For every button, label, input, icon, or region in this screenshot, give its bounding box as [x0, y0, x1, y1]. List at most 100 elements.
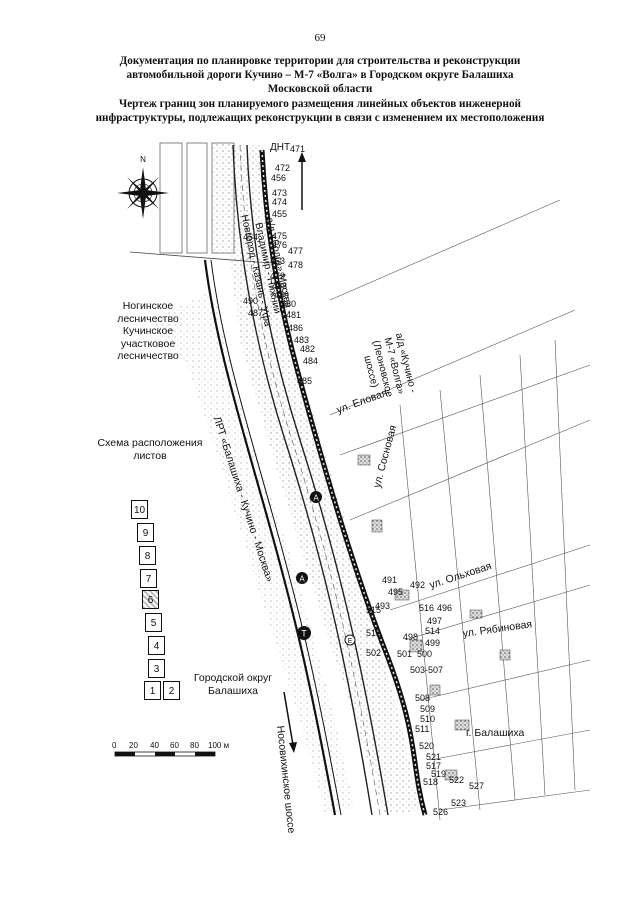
scale-tick: 20	[129, 741, 138, 750]
compass-rose-icon	[117, 167, 169, 219]
direction-arrows	[283, 152, 306, 753]
sheet-cell: 3	[148, 659, 165, 678]
zone-label: 526	[433, 807, 448, 817]
zone-label: 503-507	[410, 665, 443, 675]
zone-label: 501	[397, 649, 412, 659]
bus-stop-icon: А	[310, 491, 322, 503]
svg-text:Т: Т	[301, 629, 307, 639]
zone-label: 453	[270, 256, 285, 266]
zone-label: 476	[272, 240, 287, 250]
tram-stop-icon: Т	[297, 626, 311, 640]
zone-label: 490	[243, 296, 258, 306]
houses	[357, 454, 511, 781]
sheet-cell: 1	[144, 681, 161, 700]
sheet-cell-current: 6	[142, 590, 159, 609]
marker-icon: Е	[344, 634, 356, 646]
city-district-label: Городской округ Балашиха	[193, 672, 273, 697]
zone-label: 473	[272, 188, 287, 198]
forest-left	[150, 290, 355, 812]
stop-markers: А А Т Е	[296, 491, 356, 646]
zone-label: 518	[423, 777, 438, 787]
sheet-cell: 7	[140, 569, 157, 588]
scale-tick: 0	[112, 741, 117, 750]
zone-label: 497	[427, 616, 442, 626]
zone-label: 485	[297, 376, 312, 386]
scale-tick: 100 м	[208, 741, 230, 750]
zone-label: 474	[272, 197, 287, 207]
document-title: Документация по планировке территории дл…	[40, 54, 600, 125]
zone-label: 500	[417, 649, 432, 659]
zone-label: 523	[451, 798, 466, 808]
zone-label: 480	[281, 299, 296, 309]
zone-label: 498	[403, 632, 418, 642]
kuchino-road-zone	[259, 149, 428, 816]
zone-label: 484	[303, 356, 318, 366]
zone-label: 499	[425, 638, 440, 648]
title-line-4: Чертеж границ зон планируемого размещени…	[119, 97, 521, 110]
title-line-3: Московской области	[267, 83, 373, 96]
zone-label: 510	[420, 714, 435, 724]
zone-label: 456	[271, 173, 286, 183]
zone-label: 515	[366, 605, 381, 615]
title-line-5: инфраструктуры, подлежащих реконструкции…	[95, 111, 545, 124]
dnt-label: ДНТ	[270, 142, 291, 153]
zone-label: 496	[437, 603, 452, 613]
title-line-2: автомобильной дороги Кучино – М-7 «Волга…	[126, 69, 514, 82]
zone-label: 479	[270, 271, 285, 281]
forestry-label: Ногинское лесничество Кучинское участков…	[117, 300, 179, 362]
zone-label: 483	[294, 335, 309, 345]
sheet-scheme-title: Схема расположения листов	[97, 437, 203, 462]
zone-label: 517	[426, 761, 441, 771]
zone-label: 472	[275, 163, 290, 173]
zone-label: 491	[382, 575, 397, 585]
zone-label: 514	[425, 626, 440, 636]
zone-label: 520	[419, 741, 434, 751]
zone-label: 455	[272, 209, 287, 219]
m7-volga-highway	[232, 144, 389, 816]
zone-label: 492	[410, 580, 425, 590]
sheet-cell: 4	[148, 636, 165, 655]
scale-tick: 80	[190, 741, 199, 750]
zone-label: 493	[375, 601, 390, 611]
bus-stop-icon: А	[296, 572, 308, 584]
svg-text:А: А	[313, 494, 319, 503]
sheet-cell: 8	[139, 546, 156, 565]
zone-label: 521	[426, 752, 441, 762]
sheet-cell: 5	[145, 613, 162, 632]
zone-label: 488	[272, 281, 287, 291]
zone-label: 481	[286, 310, 301, 320]
zone-label: 511	[415, 724, 429, 734]
zone-number-labels: 471 472 456 473 474 455 454 475 476 477 …	[243, 144, 484, 817]
residential-grid	[329, 199, 591, 821]
compass-north-label: N	[140, 155, 146, 164]
scale-tick: 60	[170, 741, 179, 750]
zone-label: 508	[415, 693, 430, 703]
zone-label: 487	[248, 308, 263, 318]
page-number: 69	[314, 32, 326, 44]
zone-label: 475	[272, 231, 287, 241]
sheet-cell: 2	[163, 681, 180, 700]
scale-bar	[114, 751, 216, 757]
zone-label: 471	[290, 144, 305, 154]
city-label: г. Балашиха	[466, 727, 525, 739]
sheet-cell: 9	[137, 523, 154, 542]
zone-label: 516	[419, 603, 434, 613]
zone-label: 495	[388, 587, 403, 597]
zone-label: 502	[366, 648, 381, 658]
sheet-cell: 10	[131, 500, 148, 519]
zone-label: 522	[449, 775, 464, 785]
zone-label: 454	[243, 232, 258, 242]
svg-text:Е: Е	[348, 638, 353, 645]
zone-label: 527	[469, 781, 484, 791]
svg-text:А: А	[299, 575, 305, 584]
zone-label: 509	[420, 704, 435, 714]
title-line-1: Документация по планировке территории дл…	[119, 55, 521, 67]
zone-label: 477	[288, 246, 303, 256]
zone-label: 482	[300, 344, 315, 354]
scale-tick: 40	[150, 741, 159, 750]
zone-label: 512	[366, 628, 381, 638]
roadside-strip	[222, 145, 420, 815]
zone-label: 478	[288, 260, 303, 270]
